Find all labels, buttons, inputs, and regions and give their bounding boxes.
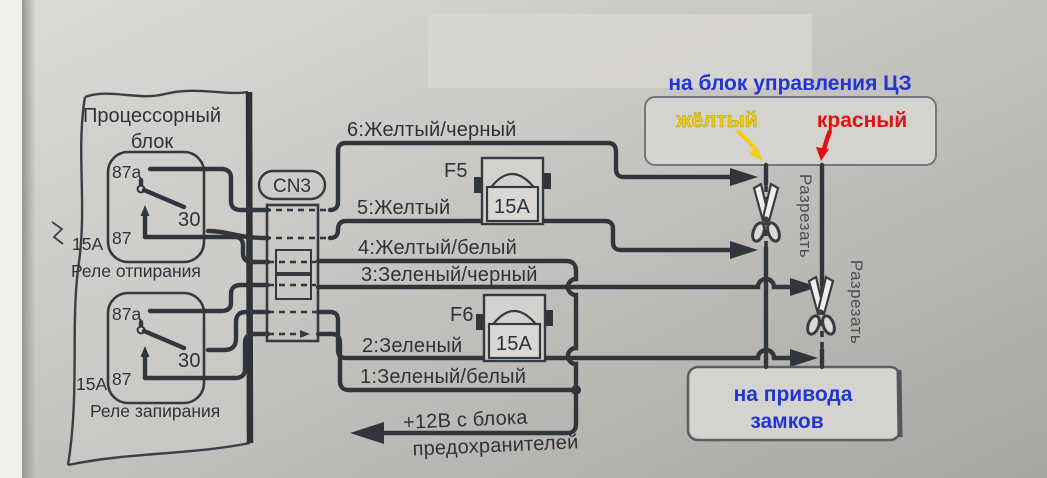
cut-label-yellow: Разрезать: [796, 174, 815, 258]
page-edge-shadow: [22, 0, 36, 478]
relay-lock-pin-30: 30: [178, 350, 201, 372]
cn3-row-arrow: [300, 330, 310, 338]
relay-lock: 87а 30 87 15А Реле запирания: [76, 291, 220, 421]
cn3-label: CN3: [273, 176, 311, 197]
yellow-wire-label: жёлтый: [675, 109, 757, 132]
wire4-label: 4:Желтый/белый: [358, 237, 517, 259]
numbered-wires: 6:Желтый/черный 5:Желтый 4:Желтый/белый …: [315, 119, 818, 444]
cut-label-red: Разрезать: [847, 260, 866, 344]
fuse-f6-label: F6: [450, 304, 474, 326]
censored-area: [428, 14, 812, 88]
wire1-label: 1:Зеленый/белый: [360, 366, 526, 388]
fuse-f5: F5 15А: [444, 156, 551, 226]
processor-block-title-2: блок: [131, 131, 174, 153]
fuse-f5-rating: 15А: [494, 196, 531, 218]
cl-unit-box-label: на блок управления ЦЗ: [668, 72, 911, 95]
fuse-f5-label: F5: [444, 160, 468, 182]
relay-unlock-rating: 15А: [72, 234, 103, 254]
relay-lock-pin-87: 87: [112, 369, 131, 389]
cut-wires: [763, 162, 825, 370]
red-wire-label: красный: [817, 109, 907, 132]
wire2-label: 2:Зеленый: [362, 335, 462, 357]
relay-unlock: 87а 30 87 15А Реле отпирания: [71, 150, 206, 281]
patch-right-edge: [245, 91, 254, 444]
actuator-box: на привода замков: [686, 365, 903, 442]
junction-dot: [571, 385, 581, 395]
relay-wiring: [142, 166, 271, 381]
relay-unlock-pin-87: 87: [112, 228, 131, 248]
relay-lock-pin-87a: 87а: [112, 304, 141, 324]
actuator-box-line1: на привода: [734, 383, 853, 406]
wire6-label: 6:Желтый/черный: [347, 119, 517, 141]
relay-lock-rating: 15А: [76, 374, 107, 394]
fuse-f6-rating: 15А: [496, 333, 533, 355]
relay-lock-name: Реле запирания: [90, 401, 220, 421]
fuse-f6: F6 15А: [450, 293, 553, 363]
processor-block-title-1: Процессорный: [83, 105, 221, 127]
actuator-box-line2: замков: [750, 410, 823, 433]
relay-unlock-pin-30: 30: [178, 209, 201, 231]
page-edge: [0, 0, 22, 478]
cl-unit-box: на блок управления ЦЗ жёлтый красный: [644, 72, 937, 166]
cn3-connector: CN3: [254, 169, 331, 343]
relay-unlock-name: Реле отпирания: [71, 261, 201, 281]
wire3-label: 3:Зеленый/черный: [361, 264, 538, 286]
wire5-label: 5:Желтый: [357, 197, 450, 219]
power-feed-line1: +12В с блока: [403, 406, 529, 433]
relay-unlock-pin-87a: 87а: [112, 162, 141, 182]
